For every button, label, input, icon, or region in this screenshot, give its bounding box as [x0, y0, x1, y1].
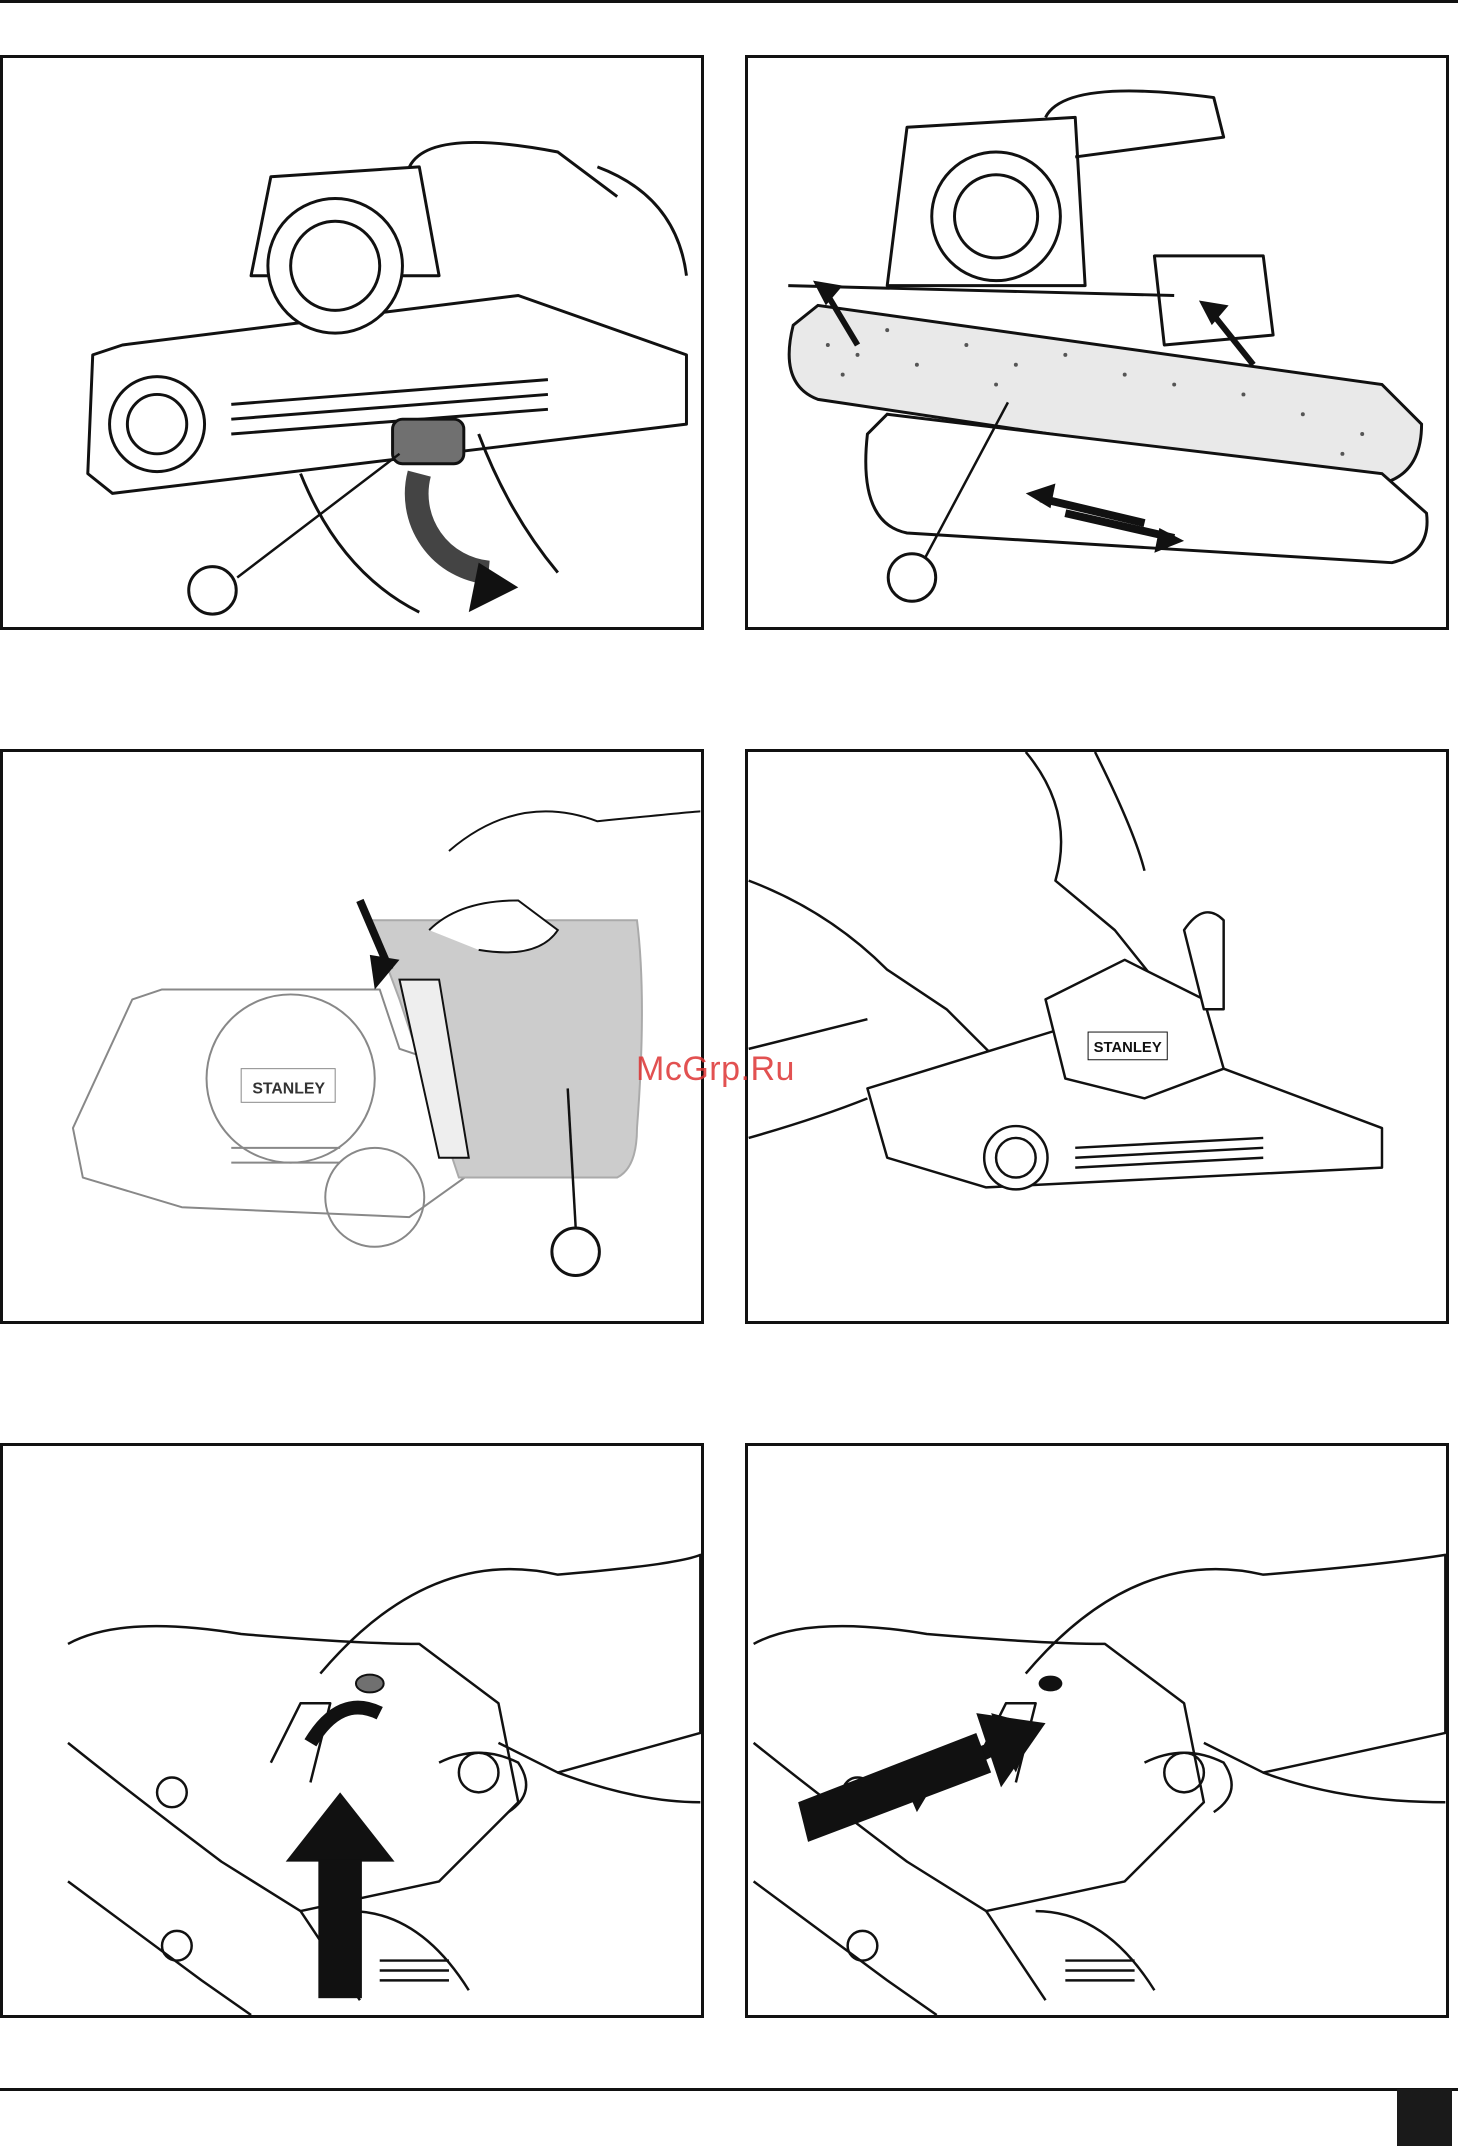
brand-logo: STANLEY: [1094, 1040, 1162, 1056]
belt-illustration: [748, 58, 1446, 627]
callout-circle: [189, 567, 236, 614]
figure-switch-lock: [745, 1443, 1449, 2018]
figure-switch-on: [0, 1443, 704, 2018]
figure-sanding-belt-direction: [745, 55, 1449, 630]
switch-on-illustration: [3, 1446, 701, 2015]
callout-circle: [552, 1228, 599, 1275]
figure-belt-release-lever: [0, 55, 704, 630]
bottom-rule: [0, 2088, 1458, 2091]
dust-bag-illustration: STANLEY: [3, 752, 701, 1321]
figure-operation-grip: STANLEY: [745, 749, 1449, 1324]
top-rule: [0, 0, 1458, 3]
figure-dust-bag: STANLEY: [0, 749, 704, 1324]
sander-illustration: [3, 58, 701, 627]
page-tab: [1397, 2089, 1452, 2146]
callout-circle: [888, 554, 935, 601]
grip-illustration: STANLEY: [748, 752, 1446, 1321]
switch-lock-illustration: [748, 1446, 1446, 2015]
watermark: McGrp.Ru: [636, 1050, 795, 1089]
brand-logo: STANLEY: [252, 1080, 325, 1097]
